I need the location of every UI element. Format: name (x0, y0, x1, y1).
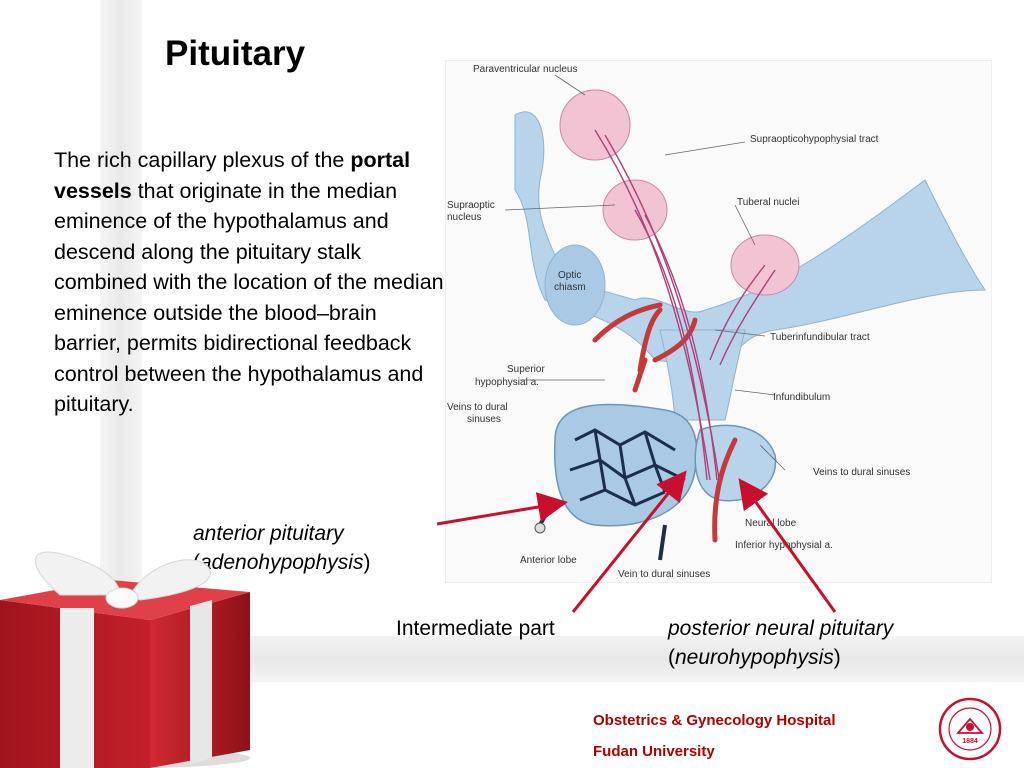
nerve-tracts (594, 129, 776, 486)
label-tuberal: Tuberal nuclei (737, 197, 799, 208)
arteries (592, 302, 738, 543)
paragraph-bold: portal vessels (54, 148, 411, 203)
posterior-pituitary-label: posterior neural pituitary (neurohypophy… (668, 614, 893, 672)
seal-year: 1884 (962, 738, 978, 745)
posterior-close-paren: ) (833, 646, 841, 669)
pituitary-diagram: Paraventricular nucleus Supraopticohypop… (445, 60, 992, 583)
anterior-label-line2: adenohypophysis (200, 551, 364, 574)
label-vein-dural-bottom: Vein to dural sinuses (618, 569, 710, 580)
gift-box-decoration (0, 551, 250, 768)
label-supraoptic-2: nucleus (447, 212, 481, 223)
label-optic-1: Optic (558, 270, 581, 281)
anterior-close-paren: ) (363, 551, 371, 574)
paraventricular-nucleus (559, 89, 631, 161)
label-optic-2: chiasm (554, 282, 586, 293)
label-paraventricular: Paraventricular nucleus (473, 64, 578, 75)
optic-chiasm (544, 244, 606, 326)
label-inferior: Inferior hypophysial a. (735, 540, 833, 551)
paragraph-after: that originate in the median eminence of… (54, 178, 444, 417)
label-supraopticohypo: Supraopticohypophysial tract (750, 134, 879, 145)
intermediate-part-label: Intermediate part (396, 617, 555, 640)
label-veins-dural-2: sinuses (467, 414, 501, 425)
label-superior-2: hypophysial a. (475, 377, 539, 388)
footer-hospital: Obstetrics & Gynecology Hospital (593, 712, 836, 729)
label-supraoptic-1: Supraoptic (447, 200, 495, 211)
label-superior-1: Superior (507, 364, 545, 375)
label-tuberinfund: Tuberinfundibular tract (770, 332, 870, 343)
hospital-seal-logo: 1884 (938, 697, 1002, 761)
label-veins-dural-right: Veins to dural sinuses (813, 467, 910, 478)
posterior-label-line2: neurohypophysis (675, 646, 834, 669)
hypothalamus-tissue (514, 111, 986, 371)
posterior-open-paren: ( (668, 646, 675, 669)
posterior-label-line1: posterior neural pituitary (668, 617, 894, 640)
body-paragraph: The rich capillary plexus of the portal … (54, 145, 444, 420)
label-infundibulum: Infundibulum (773, 392, 830, 403)
leader-lines (504, 74, 786, 471)
label-veins-dural-1: Veins to dural (447, 402, 508, 413)
label-neural-lobe: Neural lobe (745, 518, 797, 529)
footer-university: Fudan University (593, 743, 715, 760)
slide-title: Pituitary (165, 34, 306, 73)
anterior-pituitary-label: anterior pituitary (adenohypophysis) (193, 519, 370, 577)
infundibulum-stalk (659, 329, 746, 421)
label-anterior-lobe: Anterior lobe (520, 555, 577, 566)
paragraph-before: The rich capillary plexus of the (54, 148, 351, 172)
anterior-label-line1: anterior pituitary (193, 522, 344, 545)
